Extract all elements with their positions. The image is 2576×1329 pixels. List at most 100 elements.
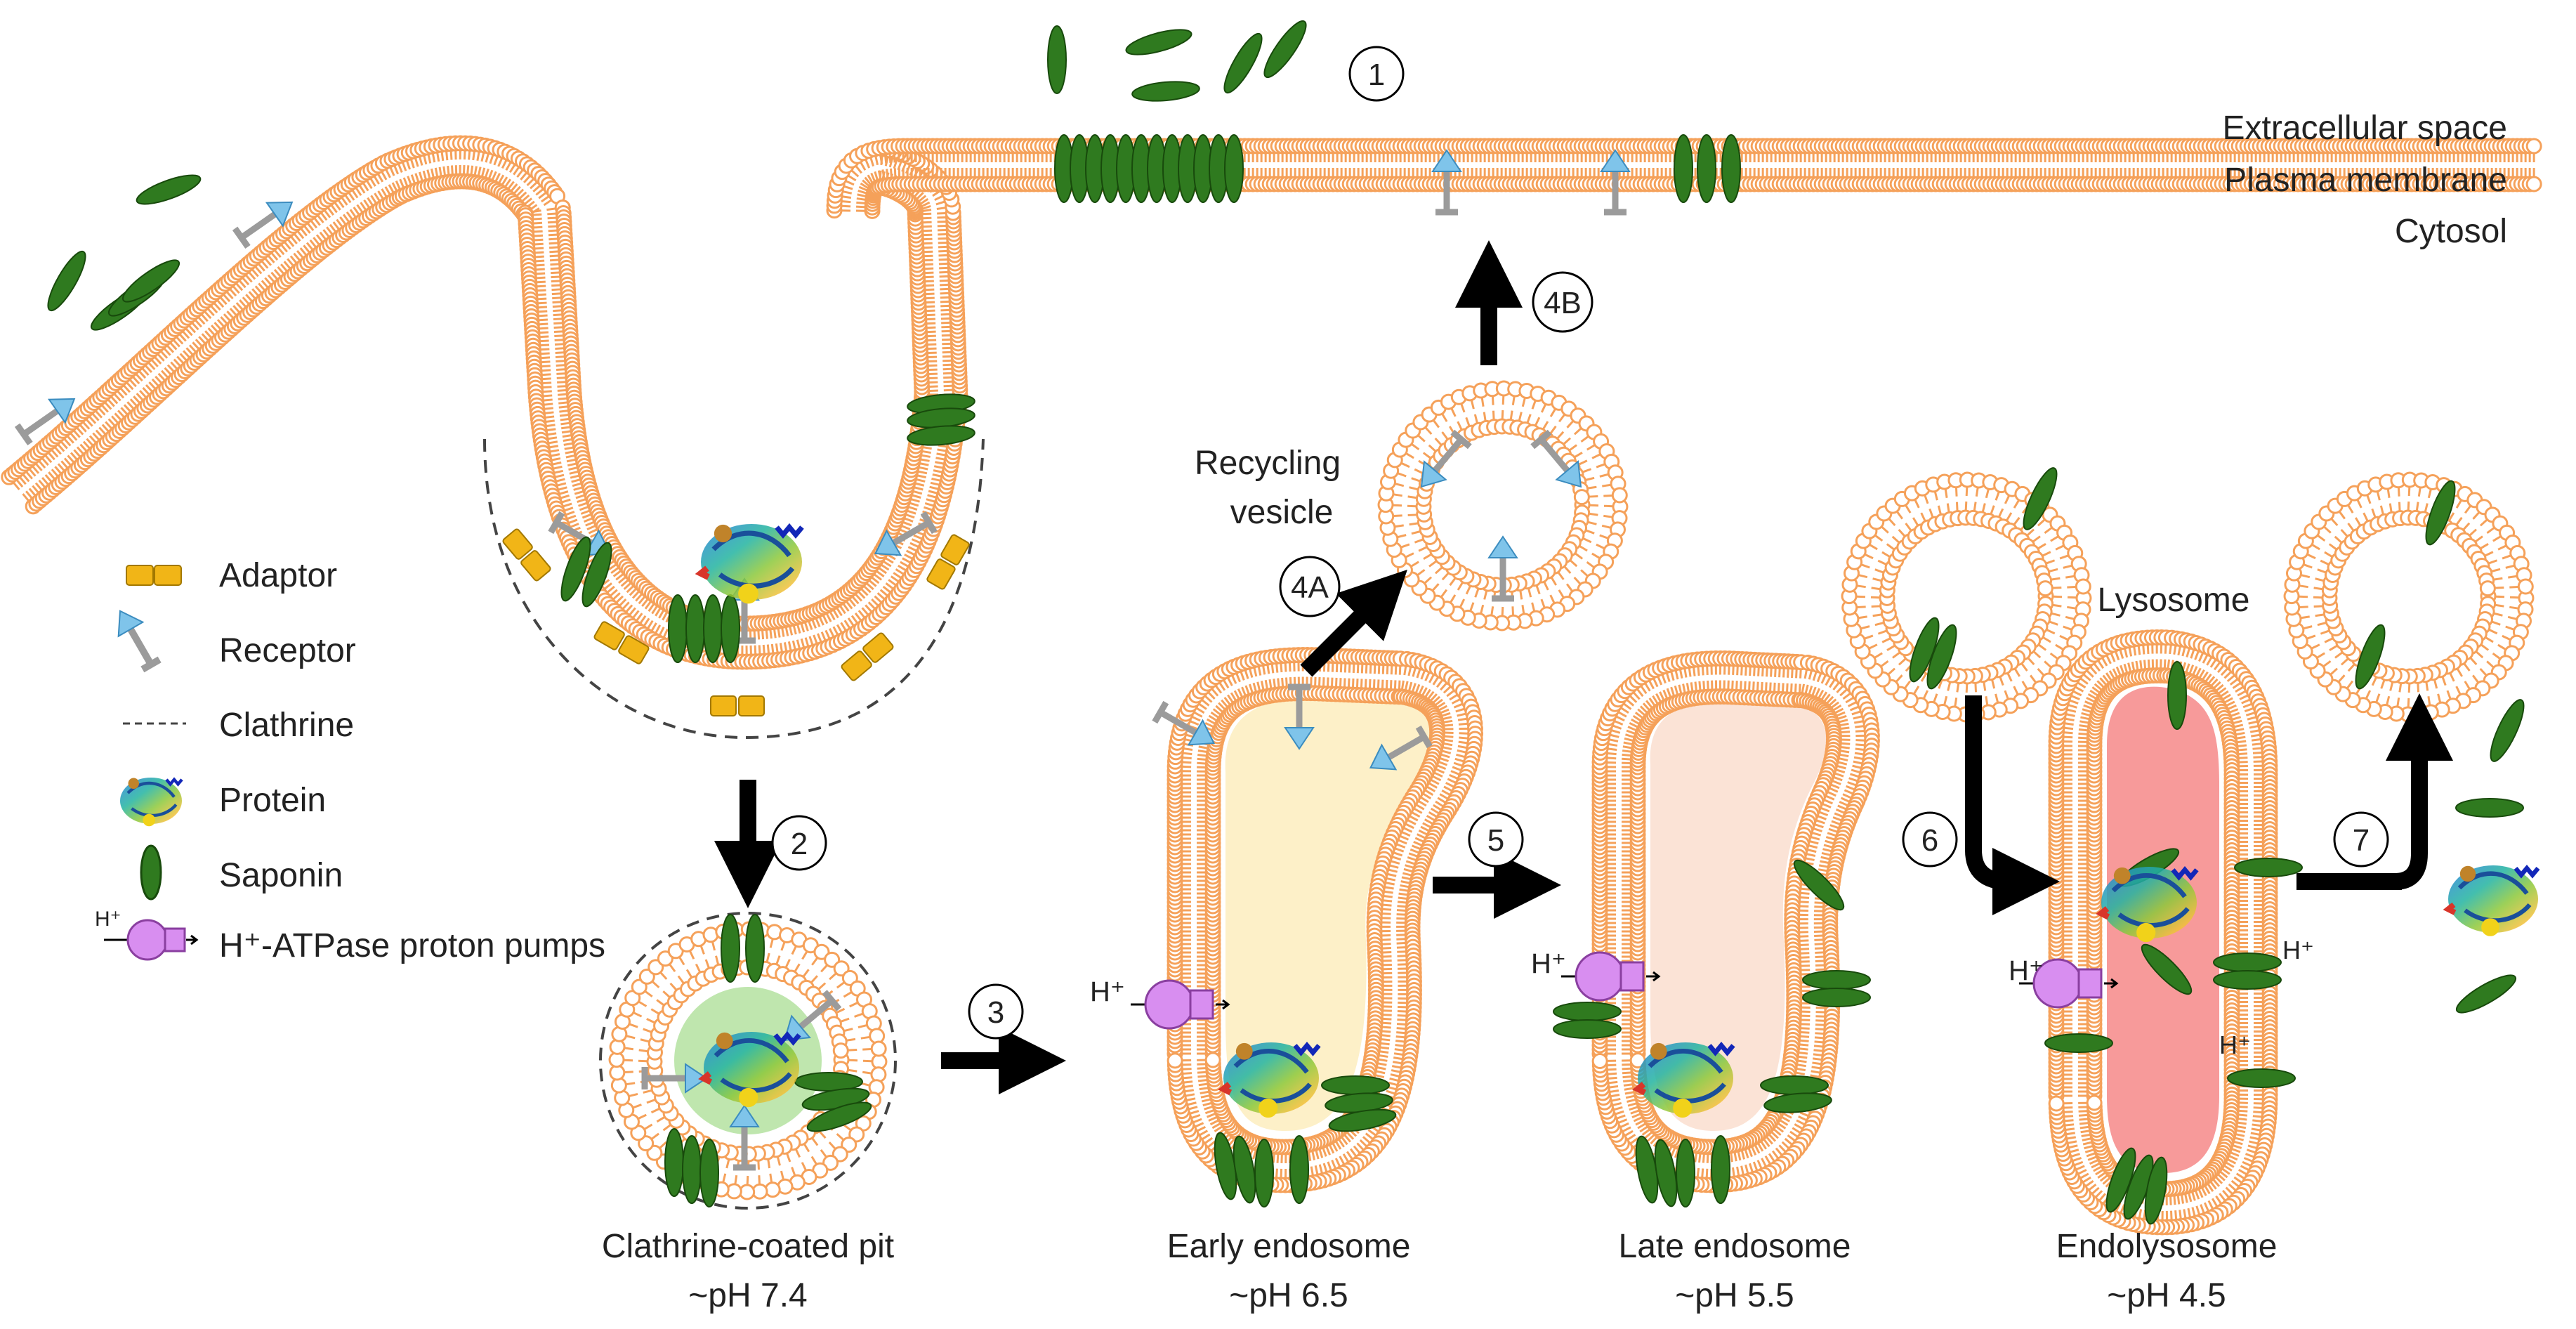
lipid-tail: [1599, 534, 1608, 539]
lipid-tail: [840, 622, 847, 631]
lipid-tail: [1227, 677, 1233, 686]
lipid-tail: [1198, 745, 1207, 749]
lipid-tail: [1204, 721, 1214, 728]
lipid-tail: [82, 440, 91, 449]
lipid-tail: [660, 972, 668, 980]
lipid-tail: [633, 1104, 642, 1109]
lipid-tail: [111, 415, 119, 424]
lipid-tail: [865, 604, 872, 613]
lipid-tail: [2313, 605, 2322, 608]
lipid-tail: [566, 458, 576, 463]
lipid-tail: [922, 204, 931, 210]
lipid-tail: [651, 605, 658, 615]
lipid-tail: [556, 473, 565, 478]
lipid-tail: [643, 617, 650, 627]
lipid-tail: [110, 396, 119, 405]
lipid-tail: [571, 478, 580, 483]
lipid-tail: [855, 165, 862, 174]
lipid-tail: [916, 478, 926, 483]
lipid-tail: [29, 469, 37, 477]
lipid-tail: [1465, 417, 1471, 426]
lipid-tail: [1912, 517, 1919, 526]
lipid-tail: [610, 567, 619, 575]
lipid-tail: [2304, 563, 2313, 569]
lipid-tail: [145, 384, 153, 392]
lipid-tail: [1398, 534, 1407, 538]
lipid-tail: [129, 398, 138, 407]
lipid-tail: [585, 521, 594, 527]
lipid-tail: [2396, 698, 2400, 707]
lipid-tail: [811, 620, 817, 629]
lipid-tail: [296, 249, 303, 258]
lipid-tail: [890, 575, 899, 582]
lipid-tail: [1556, 431, 1565, 439]
lipid-tail: [1983, 682, 1987, 691]
lipid-tail: [1183, 752, 1192, 756]
lipid-tail: [166, 345, 175, 353]
lipid-tail: [1865, 634, 1874, 640]
lipid-tail: [1874, 622, 1884, 627]
lipid-head: [870, 1040, 887, 1057]
lipid-tail: [539, 310, 548, 313]
lipid-tail: [801, 951, 808, 960]
lipid-tail: [629, 1092, 638, 1097]
lipid-tail: [543, 390, 552, 393]
lipid-tail: [1549, 409, 1556, 417]
lipid-tail: [658, 610, 664, 619]
lipid-tail: [2053, 603, 2062, 608]
lipid-tail: [537, 284, 546, 288]
lipid-tail: [1869, 544, 1878, 551]
lipid-tail: [829, 973, 836, 981]
lipid-tail: [1602, 483, 1611, 487]
lipid-tail: [2507, 615, 2517, 620]
lipid-tail: [166, 364, 175, 372]
lipid-tail: [826, 613, 832, 622]
lipid-tail: [374, 176, 380, 185]
lipid-tail: [848, 175, 857, 182]
lipid-tail: [2386, 695, 2391, 705]
lipid-tail: [1573, 576, 1581, 584]
lipid-tail: [1398, 472, 1407, 478]
lipid-tail: [1881, 660, 1889, 667]
lipid-tail: [607, 563, 617, 571]
lipid-tail: [1405, 681, 1409, 690]
lipid-tail: [2505, 625, 2514, 631]
lipid-tail: [1565, 583, 1573, 591]
lipid-tail: [844, 1028, 853, 1032]
lipid-tail: [2486, 527, 2495, 535]
lipid-tail: [423, 155, 428, 165]
lipid-tail: [580, 509, 590, 515]
lipid-tail: [2055, 544, 2064, 551]
lipid-tail: [48, 471, 55, 480]
lipid-tail: [1231, 675, 1237, 684]
lipid-tail: [1393, 504, 1402, 507]
lipid-tail: [911, 538, 921, 544]
lipid-tail: [2365, 690, 2372, 699]
lipid-tail: [562, 498, 571, 504]
lipid-tail: [1235, 674, 1241, 683]
lipid-tail: [1442, 712, 1451, 717]
lipid-tail: [867, 601, 876, 610]
lipid-tail: [1240, 672, 1245, 681]
lipid-tail: [938, 444, 947, 448]
lipid-tail: [907, 546, 916, 552]
lipid-tail: [1870, 596, 1880, 599]
lipid-tail: [1268, 679, 1273, 688]
lipid-tail: [1194, 712, 1203, 718]
lipid-tail: [22, 474, 30, 483]
lipid-tail: [1601, 524, 1611, 529]
lipid-tail: [1425, 427, 1433, 436]
lipid-tail: [2044, 660, 2052, 668]
lipid-tail: [857, 610, 865, 618]
lipid-tail: [841, 1017, 850, 1023]
lipid-tail: [791, 1167, 796, 1176]
lipid-tail: [898, 564, 906, 571]
lipid-tail: [1417, 435, 1426, 443]
lipid-tail: [556, 360, 565, 362]
lipid-tail: [1975, 487, 1979, 497]
plasma-membrane-left: [1, 135, 968, 670]
lipid-tail: [555, 355, 565, 358]
lipid-tail: [557, 381, 566, 384]
lipid-tail: [436, 152, 440, 162]
lipid-tail: [176, 336, 184, 345]
